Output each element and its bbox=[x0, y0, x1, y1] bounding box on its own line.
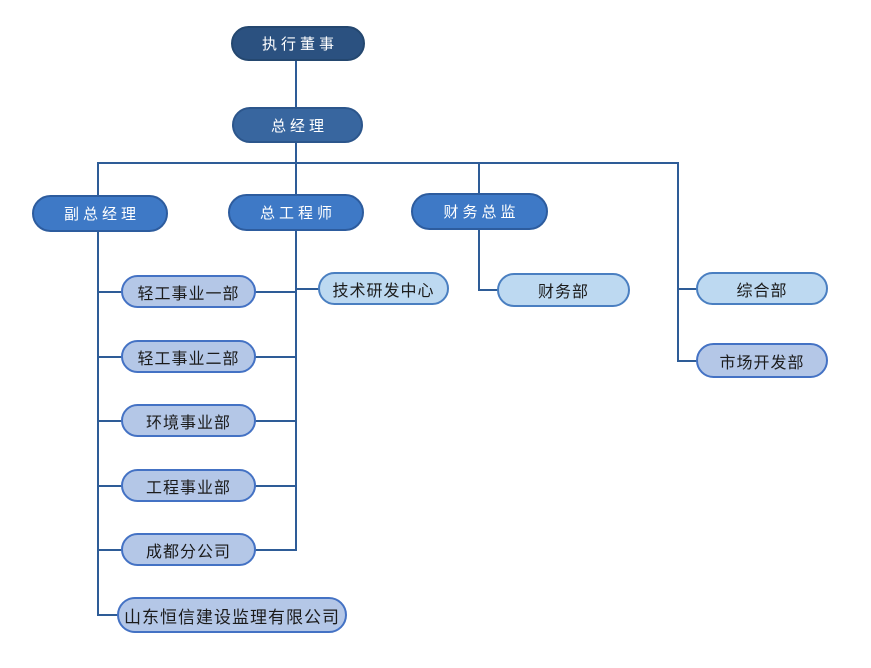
node-light-industry-div-2: 轻工事业二部 bbox=[121, 340, 256, 373]
connector-line bbox=[97, 162, 679, 164]
connector-line bbox=[295, 143, 297, 163]
node-light-industry-div-1: 轻工事业一部 bbox=[121, 275, 256, 308]
node-chengdu-branch: 成都分公司 bbox=[121, 533, 256, 566]
node-general-manager: 总经理 bbox=[232, 107, 363, 143]
connector-line bbox=[254, 420, 297, 422]
connector-line bbox=[677, 163, 679, 362]
node-tech-rd-center: 技术研发中心 bbox=[318, 272, 449, 305]
connector-line bbox=[295, 163, 297, 194]
connector-line bbox=[295, 231, 297, 551]
connector-line bbox=[97, 614, 119, 616]
connector-line bbox=[97, 232, 99, 616]
connector-line bbox=[480, 289, 499, 291]
connector-line bbox=[254, 356, 297, 358]
node-general-dept: 综合部 bbox=[696, 272, 828, 305]
connector-line bbox=[97, 163, 99, 195]
node-executive-director: 执行董事 bbox=[231, 26, 365, 61]
connector-line bbox=[97, 291, 123, 293]
node-deputy-general-manager: 副总经理 bbox=[32, 195, 168, 232]
node-chief-engineer: 总工程师 bbox=[228, 194, 364, 231]
connector-line bbox=[97, 485, 123, 487]
connector-line bbox=[297, 288, 320, 290]
node-shandong-hengxin: 山东恒信建设监理有限公司 bbox=[117, 597, 347, 633]
connector-line bbox=[679, 288, 698, 290]
connector-line bbox=[97, 356, 123, 358]
connector-line bbox=[97, 549, 123, 551]
node-finance-director: 财务总监 bbox=[411, 193, 548, 230]
connector-line bbox=[254, 485, 297, 487]
node-market-dev-dept: 市场开发部 bbox=[696, 343, 828, 378]
connector-line bbox=[254, 549, 297, 551]
node-environment-div: 环境事业部 bbox=[121, 404, 256, 437]
connector-line bbox=[478, 163, 480, 193]
node-engineering-div: 工程事业部 bbox=[121, 469, 256, 502]
connector-line bbox=[679, 360, 698, 362]
connector-line bbox=[478, 230, 480, 291]
node-finance-dept: 财务部 bbox=[497, 273, 630, 307]
connector-line bbox=[254, 291, 297, 293]
connector-line bbox=[295, 61, 297, 108]
connector-line bbox=[97, 420, 123, 422]
